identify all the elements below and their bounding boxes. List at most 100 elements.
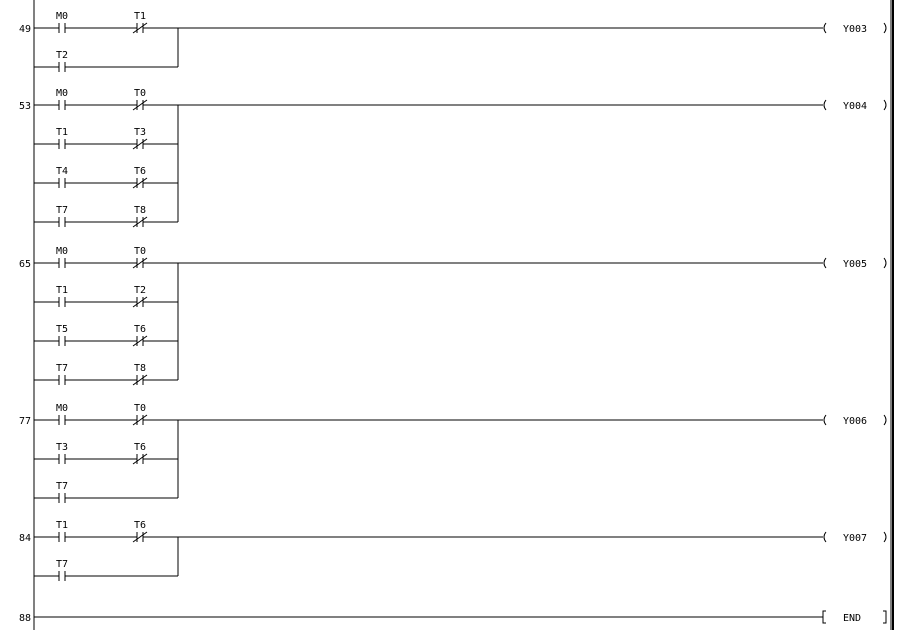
coil-paren-right <box>883 22 887 34</box>
branch-row: T5 T6 <box>34 324 178 347</box>
step-number: 77 <box>19 416 31 427</box>
branch-row: T1 T3 <box>34 127 178 150</box>
nc-contact[interactable]: T8 <box>132 363 148 386</box>
coil-paren-left <box>823 22 827 34</box>
contact-label: T8 <box>134 205 146 216</box>
no-contact[interactable]: T7 <box>56 481 68 503</box>
step-number: 88 <box>19 613 31 624</box>
contact-label: M0 <box>56 403 68 414</box>
contact-slash <box>132 296 148 308</box>
branch-row: T7 <box>34 481 178 503</box>
output-coil[interactable]: Y004 <box>823 99 887 112</box>
contact-label: M0 <box>56 246 68 257</box>
contact-label: T1 <box>134 11 146 22</box>
bracket-left <box>822 610 826 624</box>
contact-slash <box>132 414 148 426</box>
no-contact[interactable]: T7 <box>56 559 68 581</box>
bracket-right <box>883 610 887 624</box>
coil-paren-right <box>883 414 887 426</box>
no-contact[interactable]: T7 <box>56 205 68 227</box>
rung-88: 88 END <box>19 610 887 624</box>
contact-slash <box>132 99 148 111</box>
no-contact[interactable]: M0 <box>56 88 68 110</box>
coil-paren-right <box>883 99 887 111</box>
no-contact[interactable]: T1 <box>56 520 68 542</box>
branch-row: T3 T6 <box>34 442 178 465</box>
branch-row: T7 T8 <box>34 205 178 228</box>
nc-contact[interactable]: T3 <box>132 127 148 150</box>
contact-label: T3 <box>134 127 146 138</box>
output-label: Y007 <box>843 533 867 544</box>
output-coil[interactable]: Y006 <box>823 414 887 427</box>
contact-label: M0 <box>56 11 68 22</box>
contact-label: T2 <box>56 50 68 61</box>
contact-slash <box>132 335 148 347</box>
contact-label: T3 <box>56 442 68 453</box>
contact-slash <box>132 453 148 465</box>
nc-contact[interactable]: T0 <box>132 403 148 426</box>
contact-label: T6 <box>134 166 146 177</box>
output-coil[interactable]: Y005 <box>823 257 887 270</box>
contact-label: T4 <box>56 166 68 177</box>
contact-label: T6 <box>134 442 146 453</box>
no-contact[interactable]: T5 <box>56 324 68 346</box>
branch-row: T7 <box>34 559 178 581</box>
output-label: END <box>843 613 861 624</box>
contact-label: T0 <box>134 88 146 99</box>
branch-row: M0 T0 <box>34 403 823 426</box>
output-label: Y005 <box>843 259 867 270</box>
nc-contact[interactable]: T2 <box>132 285 148 308</box>
nc-contact[interactable]: T6 <box>132 324 148 347</box>
contact-label: T1 <box>56 285 68 296</box>
nc-contact[interactable]: T6 <box>132 520 148 543</box>
nc-contact[interactable]: T0 <box>132 246 148 269</box>
contact-label: T6 <box>134 324 146 335</box>
no-contact[interactable]: T4 <box>56 166 68 188</box>
nc-contact[interactable]: T6 <box>132 442 148 465</box>
no-contact[interactable]: T3 <box>56 442 68 464</box>
output-label: Y003 <box>843 24 867 35</box>
contact-label: T1 <box>56 127 68 138</box>
coil-paren-right <box>883 531 887 543</box>
output-label: Y006 <box>843 416 867 427</box>
no-contact[interactable]: T2 <box>56 50 68 72</box>
contact-label: T0 <box>134 403 146 414</box>
contact-slash <box>132 257 148 269</box>
no-contact[interactable]: T7 <box>56 363 68 385</box>
no-contact[interactable]: M0 <box>56 246 68 268</box>
nc-contact[interactable]: T1 <box>132 11 148 34</box>
contact-label: T7 <box>56 481 68 492</box>
branch-row: T2 <box>34 50 178 72</box>
output-coil[interactable]: Y003 <box>823 22 887 35</box>
coil-paren-left <box>823 531 827 543</box>
contact-slash <box>132 374 148 386</box>
contact-label: M0 <box>56 88 68 99</box>
nc-contact[interactable]: T8 <box>132 205 148 228</box>
no-contact[interactable]: M0 <box>56 11 68 33</box>
contact-label: T5 <box>56 324 68 335</box>
contact-label: T6 <box>134 520 146 531</box>
coil-paren-right <box>883 257 887 269</box>
contact-slash <box>132 22 148 34</box>
end-instruction[interactable]: END <box>822 610 887 624</box>
contact-label: T8 <box>134 363 146 374</box>
branch-row: T1 T2 <box>34 285 178 308</box>
branch-row: M0 T0 <box>34 246 823 269</box>
no-contact[interactable]: T1 <box>56 127 68 149</box>
contact-slash <box>132 531 148 543</box>
nc-contact[interactable]: T0 <box>132 88 148 111</box>
nc-contact[interactable]: T6 <box>132 166 148 189</box>
contact-label: T7 <box>56 559 68 570</box>
coil-paren-left <box>823 414 827 426</box>
contact-slash <box>132 216 148 228</box>
contact-label: T7 <box>56 205 68 216</box>
branch-row: T1 T6 <box>34 520 823 543</box>
no-contact[interactable]: T1 <box>56 285 68 307</box>
output-label: Y004 <box>843 101 867 112</box>
coil-paren-left <box>823 257 827 269</box>
output-coil[interactable]: Y007 <box>823 531 887 544</box>
no-contact[interactable]: M0 <box>56 403 68 425</box>
